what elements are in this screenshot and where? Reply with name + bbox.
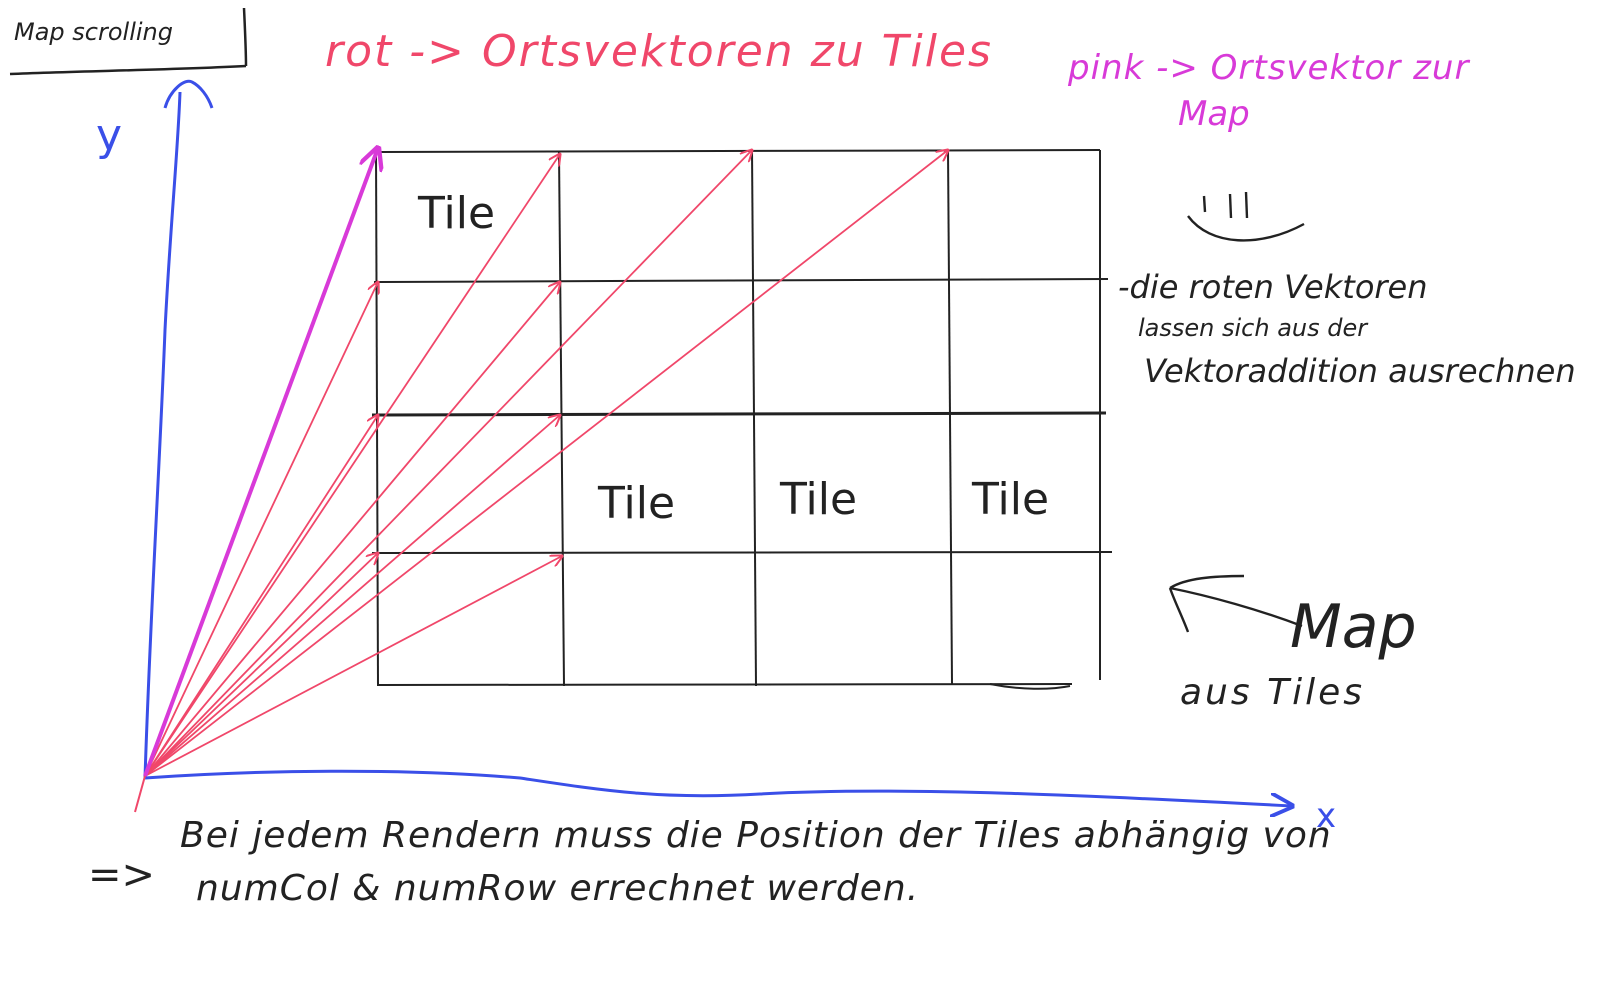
tile-label: Tile <box>598 478 676 529</box>
tile-position-vector <box>144 553 378 777</box>
legend-pink-vector: pink -> Ortsvektor zur <box>1068 48 1470 88</box>
map-label-sub: aus Tiles <box>1180 672 1365 713</box>
x-axis <box>144 769 1292 806</box>
tile-position-vector <box>144 150 752 777</box>
smiley-icon <box>1187 191 1305 242</box>
y-axis-arrowhead <box>163 79 214 109</box>
tile-position-vector <box>144 154 560 777</box>
tile-position-vector <box>144 556 562 777</box>
implies-arrow: => <box>88 852 156 898</box>
map-label: Map <box>1290 592 1417 662</box>
tile-label: Tile <box>972 474 1050 525</box>
y-axis-label: y <box>96 110 123 161</box>
tile-position-vector <box>144 282 378 777</box>
conclusion-line-1: Bei jedem Rendern muss die Position der … <box>180 815 1332 856</box>
coordinate-axes <box>143 79 1292 806</box>
map-pointer-arrow <box>1168 574 1303 633</box>
tile-position-vector <box>144 415 378 777</box>
tile-vectors <box>144 150 948 777</box>
y-axis <box>143 91 182 779</box>
tile-label: Tile <box>780 474 858 525</box>
tile-position-vector <box>144 415 560 777</box>
tile-position-vector <box>144 282 560 777</box>
note-line-2: lassen sich aus der <box>1138 314 1368 342</box>
conclusion-line-2: numCol & numRow errechnet werden. <box>196 868 920 909</box>
red-arrow-tail <box>134 775 146 813</box>
legend-red-vectors: rot -> Ortsvektoren zu Tiles <box>325 26 993 77</box>
tile-position-vector <box>144 150 948 777</box>
tile-cell-underline <box>989 683 1071 690</box>
x-axis-label: x <box>1316 796 1337 836</box>
tile-label: Tile <box>418 188 496 239</box>
note-line-3: Vektoraddition ausrechnen <box>1144 352 1576 390</box>
note-line-1: -die roten Vektoren <box>1118 268 1428 306</box>
map-origin-vector <box>143 148 378 777</box>
legend-pink-vector-cont: Map <box>1178 94 1250 134</box>
tile-grid <box>371 149 1113 687</box>
title-frame <box>9 7 248 76</box>
page-title: Map scrolling <box>14 18 173 46</box>
